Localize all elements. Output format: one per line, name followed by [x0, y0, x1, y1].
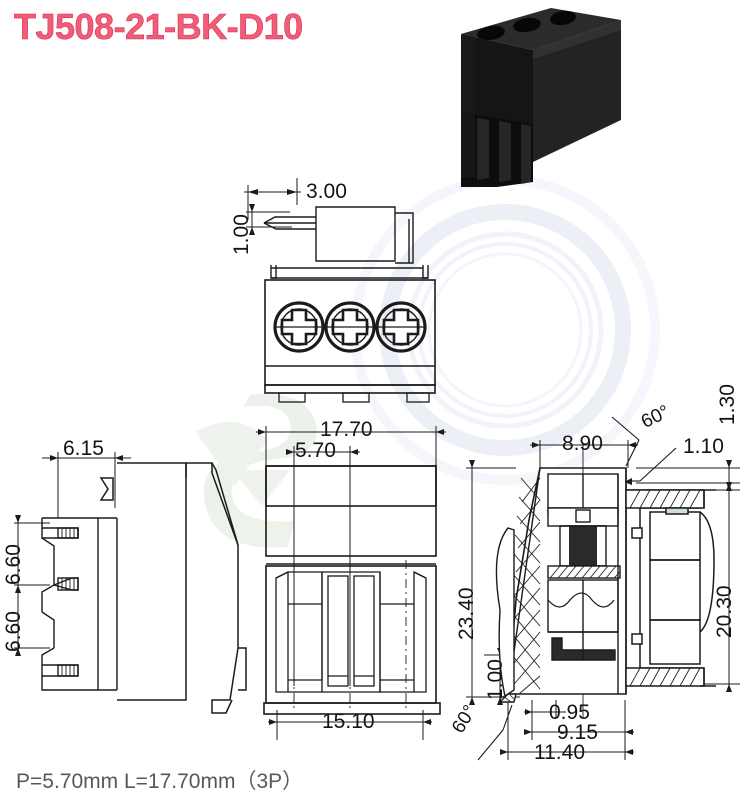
dim-17-70	[256, 426, 446, 470]
dim-label-1-30: 1.30	[716, 384, 739, 425]
dim-label-5-70: 5.70	[295, 439, 336, 462]
dim-label-60-lower: 60°	[448, 701, 482, 738]
spec-line: P=5.70mm L=17.70mm（3P）	[16, 770, 304, 793]
watermark-logo	[196, 394, 317, 548]
side-view-contact-hatch	[61, 528, 75, 676]
mating-bottom-hatch	[629, 667, 701, 687]
top-view-ledge	[270, 265, 429, 279]
dim-label-60-upper: 60°	[638, 401, 674, 433]
dim-label-20-30: 20.30	[713, 585, 736, 638]
top-view	[244, 178, 436, 403]
section-mating-half	[625, 489, 716, 687]
dim-label-17-70: 17.70	[320, 418, 373, 441]
dim-3-00	[244, 178, 301, 220]
dim-label-23-40: 23.40	[455, 587, 478, 640]
screw-terminal-3	[375, 301, 427, 353]
dim-15-10	[268, 710, 432, 740]
dim-label-8-90: 8.90	[562, 432, 603, 455]
dim-label-1-00-top: 1.00	[230, 214, 253, 255]
dim-label-9-15: 9.15	[557, 721, 598, 744]
dim-label-0-95: 0.95	[549, 701, 590, 724]
screw-terminals	[273, 301, 427, 353]
dim-6-60-lower	[14, 579, 50, 656]
front-view-pockets	[275, 570, 427, 693]
top-view-upper-body	[263, 206, 414, 264]
top-view-body	[264, 279, 436, 394]
wire-entry-holes	[477, 10, 576, 41]
page-title: TJ508-21-BK-D10	[14, 6, 304, 48]
dim-label-6-60-upper: 6.60	[2, 544, 25, 585]
dim-label-3-00: 3.00	[306, 180, 347, 203]
screw-terminal-2	[324, 301, 376, 353]
front-view-body	[263, 465, 441, 715]
dim-label-6-15: 6.15	[63, 437, 104, 460]
angle-60-upper-leader	[611, 416, 640, 467]
dim-1-00-top	[246, 204, 292, 235]
screw-terminal-1	[273, 301, 325, 353]
dim-label-11-40: 11.40	[534, 741, 585, 764]
product-photo	[455, 2, 625, 192]
mating-top-hatch	[629, 489, 701, 509]
dim-11-40	[500, 700, 634, 760]
top-view-bottom-tabs	[278, 392, 430, 403]
dim-8-90	[530, 440, 638, 470]
side-view-outline	[99, 462, 247, 714]
dim-label-1-10: 1.10	[683, 435, 724, 458]
front-view	[256, 426, 446, 740]
front-view-center-lines	[293, 560, 407, 712]
section-inner	[547, 468, 627, 694]
dim-label-6-60-lower: 6.60	[2, 611, 25, 652]
dim-6-15	[42, 452, 131, 518]
pole-slots	[477, 118, 531, 184]
section-view	[466, 416, 740, 761]
clamp-hatch	[549, 565, 621, 579]
dim-1-10-leader	[624, 447, 677, 485]
product-photo-svg	[461, 8, 621, 192]
side-view	[14, 452, 247, 714]
dim-label-15-10: 15.10	[322, 710, 375, 733]
dim-label-1-00-section: 1.00	[484, 659, 507, 700]
